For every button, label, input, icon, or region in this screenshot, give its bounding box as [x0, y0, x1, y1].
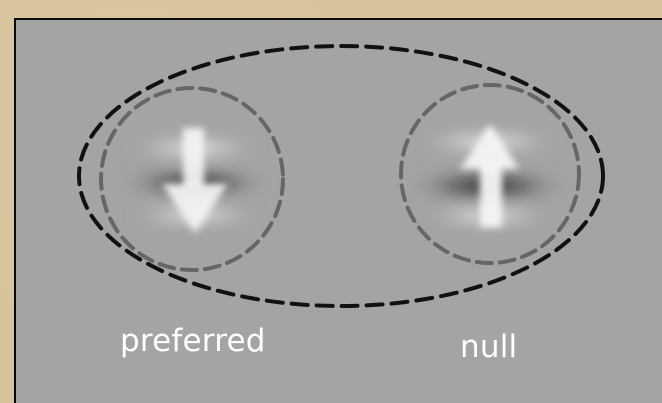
- down-arrow-icon: [162, 128, 228, 233]
- null-dashed-circle: [399, 83, 581, 265]
- preferred-dashed-circle: [99, 86, 285, 272]
- preferred-label: preferred: [120, 323, 266, 359]
- preferred-stimulus-group: [99, 86, 285, 272]
- stimulus-panel: [14, 18, 662, 403]
- outer-dashed-ellipse: [77, 44, 605, 308]
- up-arrow-icon: [460, 124, 519, 227]
- null-label: null: [460, 329, 518, 365]
- null-stimulus-group: [399, 83, 581, 265]
